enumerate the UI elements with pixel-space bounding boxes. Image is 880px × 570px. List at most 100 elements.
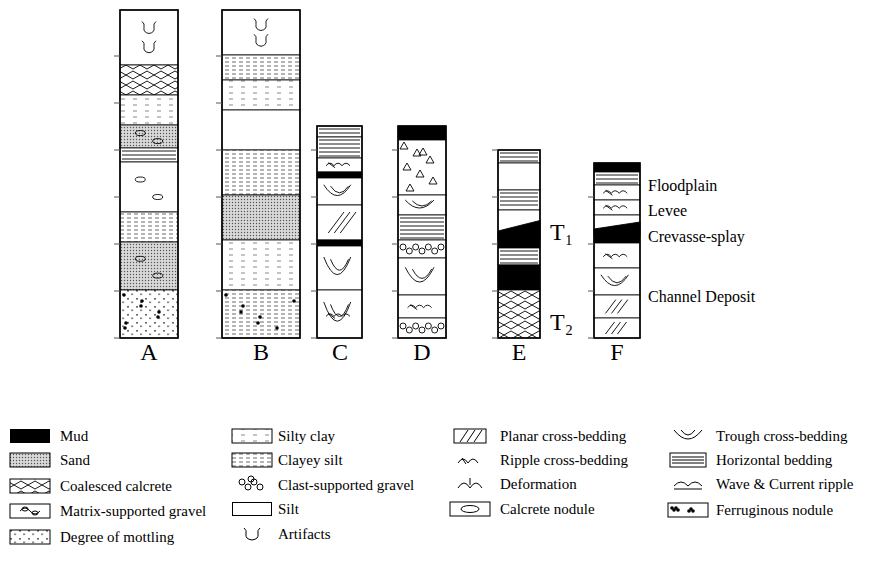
bed	[594, 243, 640, 268]
bed	[594, 163, 640, 172]
bed	[120, 65, 178, 95]
bed	[594, 215, 640, 235]
bed	[120, 125, 178, 148]
bed	[222, 290, 300, 338]
unit-label: Crevasse-splay	[648, 227, 745, 246]
sediment-symbol	[328, 212, 356, 233]
bed	[398, 215, 446, 240]
sediment-symbol	[500, 251, 538, 263]
bed	[594, 235, 640, 243]
legend-text: Coalesced calcrete	[60, 477, 172, 495]
legend-text: Planar cross-bedding	[500, 427, 626, 445]
sediment-symbol	[408, 305, 432, 310]
column-letter: C	[332, 338, 348, 367]
sediment-symbol	[324, 257, 351, 275]
column-letter: D	[413, 338, 430, 367]
sediment-symbol	[498, 221, 540, 241]
legend-text: Silt	[278, 500, 299, 518]
legend-symbol	[232, 453, 272, 467]
bed	[594, 200, 640, 215]
bed	[222, 240, 300, 290]
section-column	[492, 150, 540, 338]
section-column	[392, 126, 446, 338]
sediment-symbol	[670, 506, 695, 513]
sediment-symbol	[594, 222, 640, 235]
bed	[398, 258, 446, 295]
sediment-symbol	[405, 267, 434, 282]
bed	[222, 55, 300, 80]
unit-label: T₂	[550, 308, 573, 337]
sediment-symbol	[122, 151, 176, 159]
legend-swatch	[232, 502, 272, 516]
sediment-symbol	[405, 200, 434, 208]
legend-symbol	[239, 476, 263, 490]
legend-text: Horizontal bedding	[716, 451, 832, 469]
column-letter: E	[512, 338, 527, 367]
bed	[498, 240, 540, 248]
sediment-symbol	[135, 131, 162, 144]
bed	[498, 150, 540, 163]
legend-symbol	[454, 429, 486, 443]
unit-label: Levee	[648, 201, 687, 220]
sediment-symbol	[135, 177, 162, 200]
column-letter: F	[610, 338, 623, 367]
bed	[120, 148, 178, 162]
sediment-symbol	[606, 322, 627, 334]
legend-symbol	[674, 430, 702, 439]
bed	[317, 178, 362, 205]
sediment-symbol	[601, 275, 629, 286]
sediment-symbol	[324, 302, 351, 321]
bed	[498, 210, 540, 240]
bed	[120, 290, 178, 338]
column-letter: A	[140, 338, 157, 367]
legend-symbol	[232, 429, 272, 443]
sediment-symbol	[324, 185, 351, 196]
sediment-symbol	[400, 142, 437, 191]
bed	[317, 290, 362, 338]
sediment-symbol	[319, 140, 360, 156]
legend-text: Silty clay	[278, 427, 335, 445]
legend-text: Deformation	[500, 475, 577, 493]
legend-text: Mud	[60, 427, 88, 445]
section-column	[588, 163, 640, 338]
bed	[594, 172, 640, 185]
legend-text: Calcrete nodule	[500, 500, 595, 518]
bed	[222, 110, 300, 150]
bed	[222, 195, 300, 240]
sediment-symbol	[400, 244, 444, 254]
bed	[317, 172, 362, 178]
bed	[317, 205, 362, 240]
bed	[222, 150, 300, 195]
bed	[498, 265, 540, 290]
sediment-symbol	[603, 254, 627, 259]
bed	[120, 162, 178, 212]
bed	[317, 246, 362, 290]
legend-symbol	[10, 453, 50, 467]
sediment-symbol	[254, 19, 268, 47]
bed	[498, 290, 540, 338]
unit-label: T₁	[550, 218, 573, 247]
bed	[498, 248, 540, 265]
section-column	[311, 126, 362, 338]
column-letter: B	[253, 338, 269, 367]
bed	[594, 318, 640, 338]
unit-label: Channel Deposit	[648, 287, 755, 306]
legend-symbol	[458, 458, 478, 464]
legend-text: Ripple cross-bedding	[500, 451, 628, 469]
section-column	[114, 10, 178, 338]
bed	[498, 190, 540, 210]
legend-text: Clayey silt	[278, 451, 343, 469]
bed	[398, 318, 446, 338]
sediment-symbol	[603, 205, 627, 210]
legend-text: Artifacts	[278, 525, 330, 543]
bed	[222, 10, 300, 55]
legend-symbol	[10, 504, 50, 518]
bed	[594, 185, 640, 200]
legend-symbol	[670, 453, 706, 467]
legend-symbol	[10, 530, 50, 544]
legend-symbol	[668, 503, 708, 517]
bed	[498, 163, 540, 190]
sediment-symbol	[142, 22, 156, 53]
